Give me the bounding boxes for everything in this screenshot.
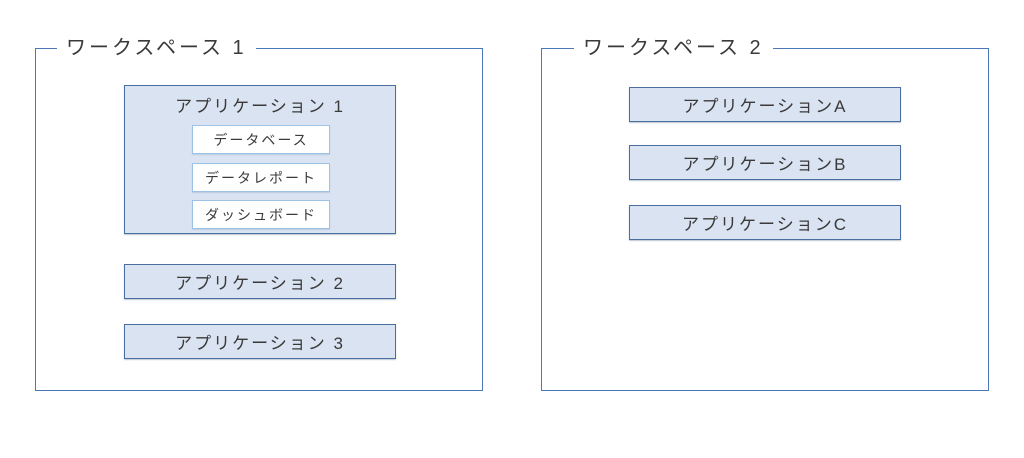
application-3-box: アプリケーション 3 — [124, 324, 396, 359]
application-3-label: アプリケーション 3 — [175, 334, 345, 353]
application-c-box: アプリケーションC — [629, 205, 901, 240]
dashboard-box: ダッシュボード — [192, 200, 330, 229]
application-a-label: アプリケーションA — [682, 97, 848, 116]
data-report-label: データレポート — [205, 169, 317, 186]
database-box: データベース — [192, 125, 330, 154]
database-label: データベース — [213, 131, 309, 148]
application-2-label: アプリケーション 2 — [175, 274, 345, 293]
application-1-label: アプリケーション 1 — [175, 97, 345, 116]
application-c-label: アプリケーションC — [682, 215, 848, 234]
application-b-label: アプリケーションB — [682, 155, 848, 174]
application-b-box: アプリケーションB — [629, 145, 901, 180]
application-a-box: アプリケーションA — [629, 87, 901, 122]
data-report-box: データレポート — [192, 163, 330, 192]
application-2-box: アプリケーション 2 — [124, 264, 396, 299]
application-1-box: アプリケーション 1 データベース データレポート ダッシュボード — [124, 85, 396, 234]
workspace-2-title: ワークスペース 2 — [574, 36, 773, 60]
workspace-1-title: ワークスペース 1 — [57, 36, 256, 60]
workspace-1-group: ワークスペース 1 アプリケーション 1 データベース データレポート ダッシュ… — [35, 36, 483, 391]
workspace-2-group: ワークスペース 2 アプリケーションA アプリケーションB アプリケーションC — [541, 36, 989, 391]
dashboard-label: ダッシュボード — [205, 206, 317, 223]
